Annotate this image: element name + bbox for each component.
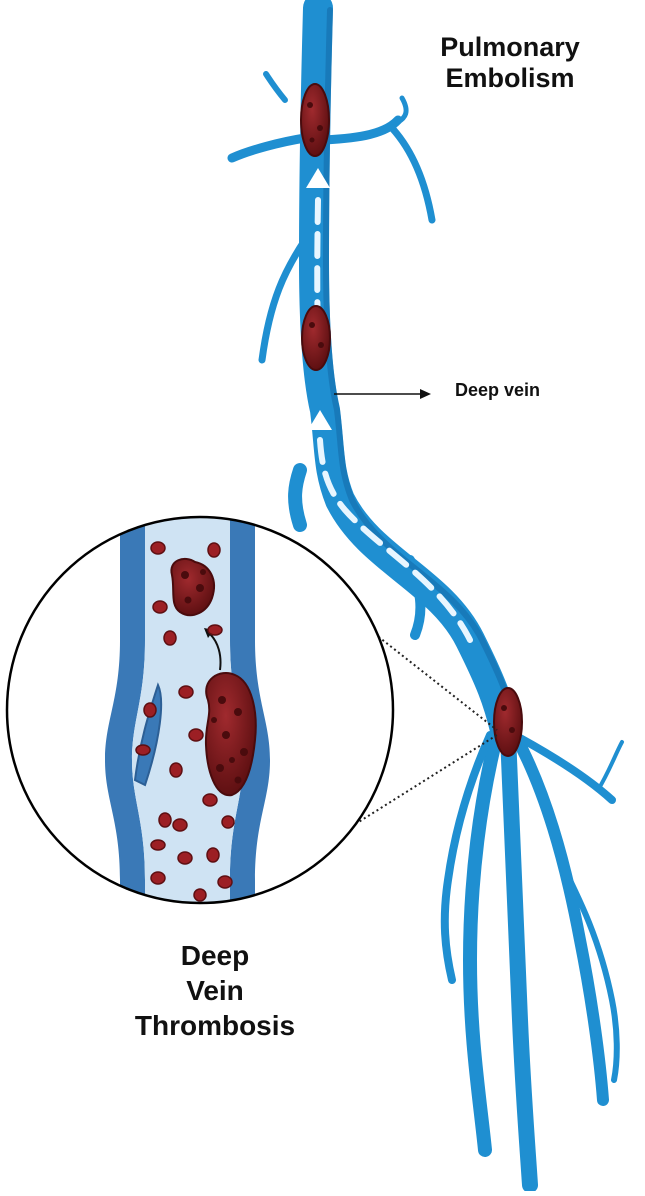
flow-arrow-icon: [306, 168, 330, 188]
flow-arrow-icon: [308, 410, 332, 430]
clot-icon: [300, 83, 330, 157]
deep-vein-pointer: [334, 389, 431, 399]
clot-icon: [301, 305, 331, 371]
leg-vein-4: [516, 734, 616, 804]
clot-icon: [204, 672, 257, 797]
detach-arrow: [209, 633, 222, 671]
upper-left-twig: [263, 71, 288, 103]
upper-left-branch: [227, 133, 310, 163]
vessel-wall-left: [105, 517, 145, 903]
deep-vein-label: Deep vein: [455, 380, 541, 400]
deep-vein-trunk-shade: [323, 7, 518, 733]
blood-cell-icon: [135, 541, 235, 902]
mid-left-branch: [258, 236, 309, 364]
clot-icon: [493, 687, 523, 757]
dvt-line2: Vein: [186, 975, 244, 1006]
pulmonary-embolism-line2: Embolism: [445, 63, 575, 94]
inset-border: [5, 515, 395, 905]
upper-right-twig: [395, 95, 409, 125]
upper-right-descending: [388, 124, 436, 224]
pulmonary-embolism-line1: Pulmonary: [440, 32, 580, 62]
leg-vein-6: [557, 857, 620, 1083]
upper-right-branch: [320, 115, 403, 145]
leg-vein-2: [500, 727, 538, 1193]
lower-left-stub: [288, 463, 307, 532]
leg-vein-4-twig: [596, 740, 624, 792]
leg-vein-1: [463, 723, 505, 1157]
leg-vein-3: [509, 729, 609, 1106]
pulmonary-embolism-title: Pulmonary Embolism: [400, 32, 620, 94]
leg-vein-5: [440, 731, 494, 984]
dvt-line1: Deep: [180, 940, 250, 971]
clot-icon: [170, 557, 215, 617]
dvt-title: Deep Vein Thrombosis: [95, 938, 335, 1043]
dvt-line3: Thrombosis: [134, 1010, 296, 1041]
dvt-inset: [5, 515, 395, 905]
